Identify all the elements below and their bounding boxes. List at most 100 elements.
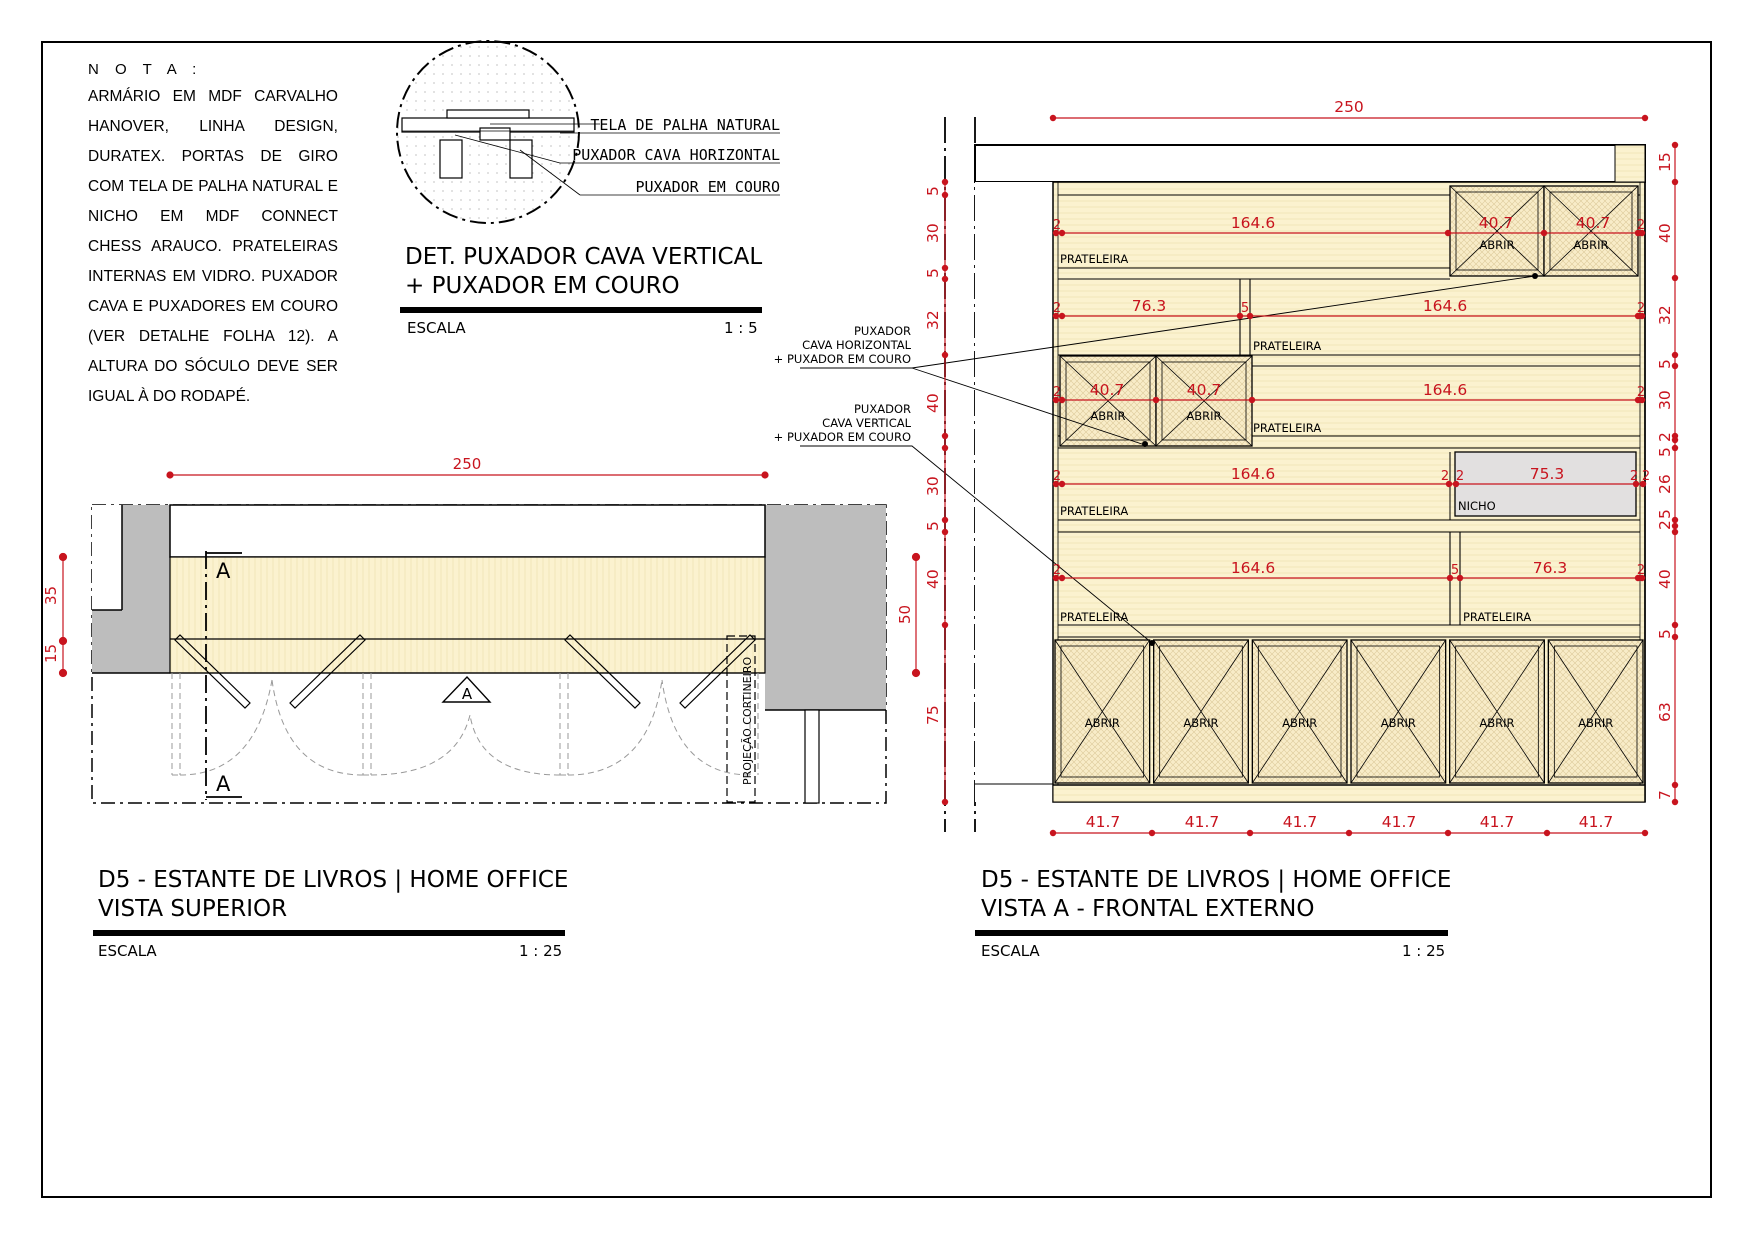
section-mark-bottom: A — [216, 772, 231, 796]
dimension-dot — [1632, 480, 1640, 488]
dimension-dot — [1058, 312, 1066, 320]
leader1-line2: CAVA HORIZONTAL — [802, 338, 911, 352]
elev-dim-bottom-0: 41.7 — [1086, 813, 1121, 831]
elevation-title-line1: D5 - ESTANTE DE LIVROS | HOME OFFICE — [981, 867, 1452, 893]
plan-title-line1: D5 - ESTANTE DE LIVROS | HOME OFFICE — [98, 867, 569, 893]
row4-dim-5: 2 — [1630, 469, 1638, 484]
dimension-dot — [1671, 274, 1679, 282]
dimension-dot — [941, 275, 949, 283]
bottom-door-cross — [1547, 639, 1644, 784]
dimension-dot — [1444, 829, 1452, 837]
dimension-dot — [941, 351, 949, 359]
elev-left-5: 30 — [924, 476, 942, 496]
plan-title-line2: VISTA SUPERIOR — [98, 896, 288, 922]
dimension-dot — [1456, 574, 1464, 582]
elev-left-6: 5 — [924, 521, 942, 531]
detail-title-line1: DET. PUXADOR CAVA VERTICAL — [405, 244, 763, 270]
row3-dim-1: 40.7 — [1090, 381, 1125, 399]
elev-dim-bottom-1: 41.7 — [1185, 813, 1220, 831]
label-shelf-4: PRATELEIRA — [1060, 504, 1128, 518]
elev-left-1: 30 — [924, 223, 942, 243]
leader1-line1: PUXADOR — [854, 324, 911, 338]
dimension-dot — [1671, 516, 1679, 524]
elev-right-11: 5 — [1656, 629, 1674, 639]
plan-title: D5 - ESTANTE DE LIVROS | HOME OFFICE VIS… — [98, 866, 568, 924]
bottom-door-label: ABRIR — [1479, 716, 1514, 730]
dimension-dot — [1671, 351, 1679, 359]
dimension-dot — [1236, 312, 1244, 320]
dimension-dot — [941, 444, 949, 452]
dimension-dot — [1671, 781, 1679, 789]
callout-cava: PUXADOR CAVA HORIZONTAL — [572, 146, 780, 164]
dimension-dot — [1058, 396, 1066, 404]
note-block: N O T A : ARMÁRIO EM MDF CARVALHO HANOVE… — [88, 58, 338, 412]
label-open-u1: ABRIR — [1479, 238, 1514, 252]
leader2-line1: PUXADOR — [854, 402, 911, 416]
detail-title-line2: + PUXADOR EM COURO — [405, 273, 680, 299]
label-niche: NICHO — [1458, 499, 1496, 513]
row4-dim-3: 2 — [1456, 469, 1464, 484]
dimension-dot — [941, 621, 949, 629]
dimension-dot — [1052, 574, 1060, 582]
plan-dim-width: 250 — [453, 455, 482, 473]
elev-right-7: 26 — [1656, 474, 1674, 494]
bottom-door-frame — [1159, 645, 1243, 778]
row5-dim-1: 164.6 — [1231, 559, 1275, 577]
elevation-view: ABRIR ABRIR ABRIR ABRIR ABRIR ABRIR PRATELEIR… — [774, 98, 1679, 837]
row2-dim-3: 164.6 — [1423, 297, 1467, 315]
row5-dim-2: 5 — [1451, 563, 1459, 578]
dimension-dot — [1638, 396, 1646, 404]
bottom-door-frame — [1060, 645, 1145, 778]
row3-dim-2: 40.7 — [1187, 381, 1222, 399]
elev-right-13: 7 — [1656, 790, 1674, 800]
elev-right-6: 5 — [1656, 447, 1674, 457]
dimension-dot — [1671, 633, 1679, 641]
callout-couro: PUXADOR EM COURO — [636, 178, 781, 196]
label-shelf-2: PRATELEIRA — [1253, 339, 1321, 353]
callout-tela: TELA DE PALHA NATURAL — [590, 116, 780, 134]
elev-left-2: 5 — [924, 268, 942, 278]
projection-label: PROJEÇÃO CORTINEIRO — [741, 656, 754, 785]
label-open-u2: ABRIR — [1573, 238, 1608, 252]
elev-dims-left: 5 30 5 32 40 30 5 40 75 — [924, 186, 942, 725]
plan-dim-left-1: 15 — [42, 644, 60, 663]
dimension-dot — [1638, 574, 1646, 582]
bottom-door-label: ABRIR — [1381, 716, 1416, 730]
plan-dim-left-0: 35 — [42, 586, 60, 605]
dimension-dot — [1052, 396, 1060, 404]
handle-detail: TELA DE PALHA NATURAL PUXADOR CAVA HORIZ… — [396, 40, 781, 224]
dimension-dot — [1049, 114, 1057, 122]
dimension-dot — [941, 528, 949, 536]
dimension-dot — [1152, 396, 1160, 404]
dimension-dot — [1446, 574, 1454, 582]
row1-dim-2: 40.7 — [1479, 214, 1514, 232]
elev-right-5: 2 — [1656, 432, 1674, 442]
dimension-dot — [1671, 178, 1679, 186]
dimension-dot — [1444, 229, 1452, 237]
dimension-dot — [1671, 522, 1679, 530]
bottom-door-frame — [1553, 645, 1638, 778]
dimension-dot — [1671, 141, 1679, 149]
detail-scale-label: ESCALA — [407, 319, 466, 337]
dimension-dot — [941, 516, 949, 524]
elevation-title-bar — [975, 930, 1448, 936]
dimension-dot — [1345, 829, 1353, 837]
dimension-dot — [1058, 480, 1066, 488]
row3-dim-0: 2 — [1053, 385, 1061, 400]
elev-left-3: 32 — [924, 310, 942, 330]
dimension-dot — [1639, 480, 1647, 488]
dimension-dot — [1641, 829, 1649, 837]
label-open-m2: ABRIR — [1186, 409, 1221, 423]
dimension-dot — [1058, 229, 1066, 237]
elev-left-7: 40 — [924, 569, 942, 589]
dimension-dot — [1246, 312, 1254, 320]
bottom-door-label: ABRIR — [1085, 716, 1120, 730]
dimension-dot — [1052, 229, 1060, 237]
bottom-door-frame — [1455, 645, 1539, 778]
detail-title-bar — [400, 307, 762, 313]
elev-dim-bottom-4: 41.7 — [1480, 813, 1515, 831]
plan-scale-value: 1 : 25 — [519, 942, 563, 960]
row1-dim-4: 2 — [1637, 218, 1645, 233]
